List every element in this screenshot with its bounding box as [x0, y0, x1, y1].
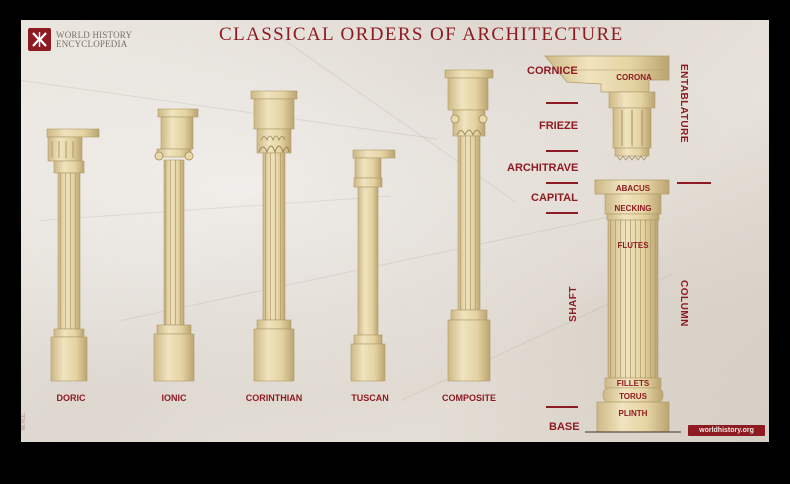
label-corinthian: CORINTHIAN	[245, 393, 303, 403]
tick-frieze-architrave	[546, 150, 578, 152]
columns-illustration	[46, 55, 681, 433]
label-doric: DORIC	[56, 393, 86, 403]
label-tuscan: TUSCAN	[351, 393, 389, 403]
label-plinth: PLINTH	[618, 409, 648, 418]
label-shaft: SHAFT	[568, 286, 579, 322]
tick-capital-shaft	[546, 212, 578, 214]
label-necking: NECKING	[614, 204, 652, 213]
poster: WORLD HISTORY ENCYCLOPEDIA CLASSICAL ORD…	[21, 20, 769, 442]
label-entablature: ENTABLATURE	[678, 64, 689, 144]
logo-text: WORLD HISTORY ENCYCLOPEDIA	[56, 29, 133, 49]
logo-line-1: WORLD HISTORY	[56, 29, 133, 40]
label-architrave: ARCHITRAVE	[507, 162, 579, 174]
logo-line-2: ENCYCLOPEDIA	[56, 38, 128, 49]
ionic-column[interactable]	[153, 108, 199, 382]
label-cornice: CORNICE	[527, 65, 578, 77]
corinthian-column[interactable]	[250, 90, 298, 382]
label-flutes: FLUTES	[617, 241, 649, 250]
logo[interactable]: WORLD HISTORY ENCYCLOPEDIA	[28, 28, 132, 51]
website-badge[interactable]: worldhistory.org	[688, 425, 765, 436]
doric-column[interactable]	[46, 128, 100, 382]
tick-architrave-capital	[546, 182, 578, 184]
label-frieze: FRIEZE	[539, 120, 579, 132]
tick-entablature-column	[677, 182, 711, 184]
label-base: BASE	[549, 421, 580, 433]
label-ionic: IONIC	[161, 393, 187, 403]
label-abacus: ABACUS	[615, 184, 651, 193]
tick-shaft-base	[546, 406, 578, 408]
page-title: CLASSICAL ORDERS OF ARCHITECTURE	[219, 24, 624, 45]
logo-mark-icon	[28, 28, 51, 51]
tuscan-column[interactable]	[350, 149, 396, 382]
label-torus: TORUS	[619, 392, 647, 401]
label-composite: COMPOSITE	[441, 393, 496, 403]
tick-cornice-frieze	[546, 102, 578, 104]
spine-text: W.H.E.	[21, 412, 27, 431]
label-corona: CORONA	[616, 73, 652, 82]
label-column: COLUMN	[678, 280, 689, 327]
detail-column[interactable]	[544, 55, 681, 433]
label-fillets: FILLETS	[616, 379, 650, 388]
label-capital: CAPITAL	[531, 192, 578, 204]
composite-column[interactable]	[444, 69, 494, 382]
